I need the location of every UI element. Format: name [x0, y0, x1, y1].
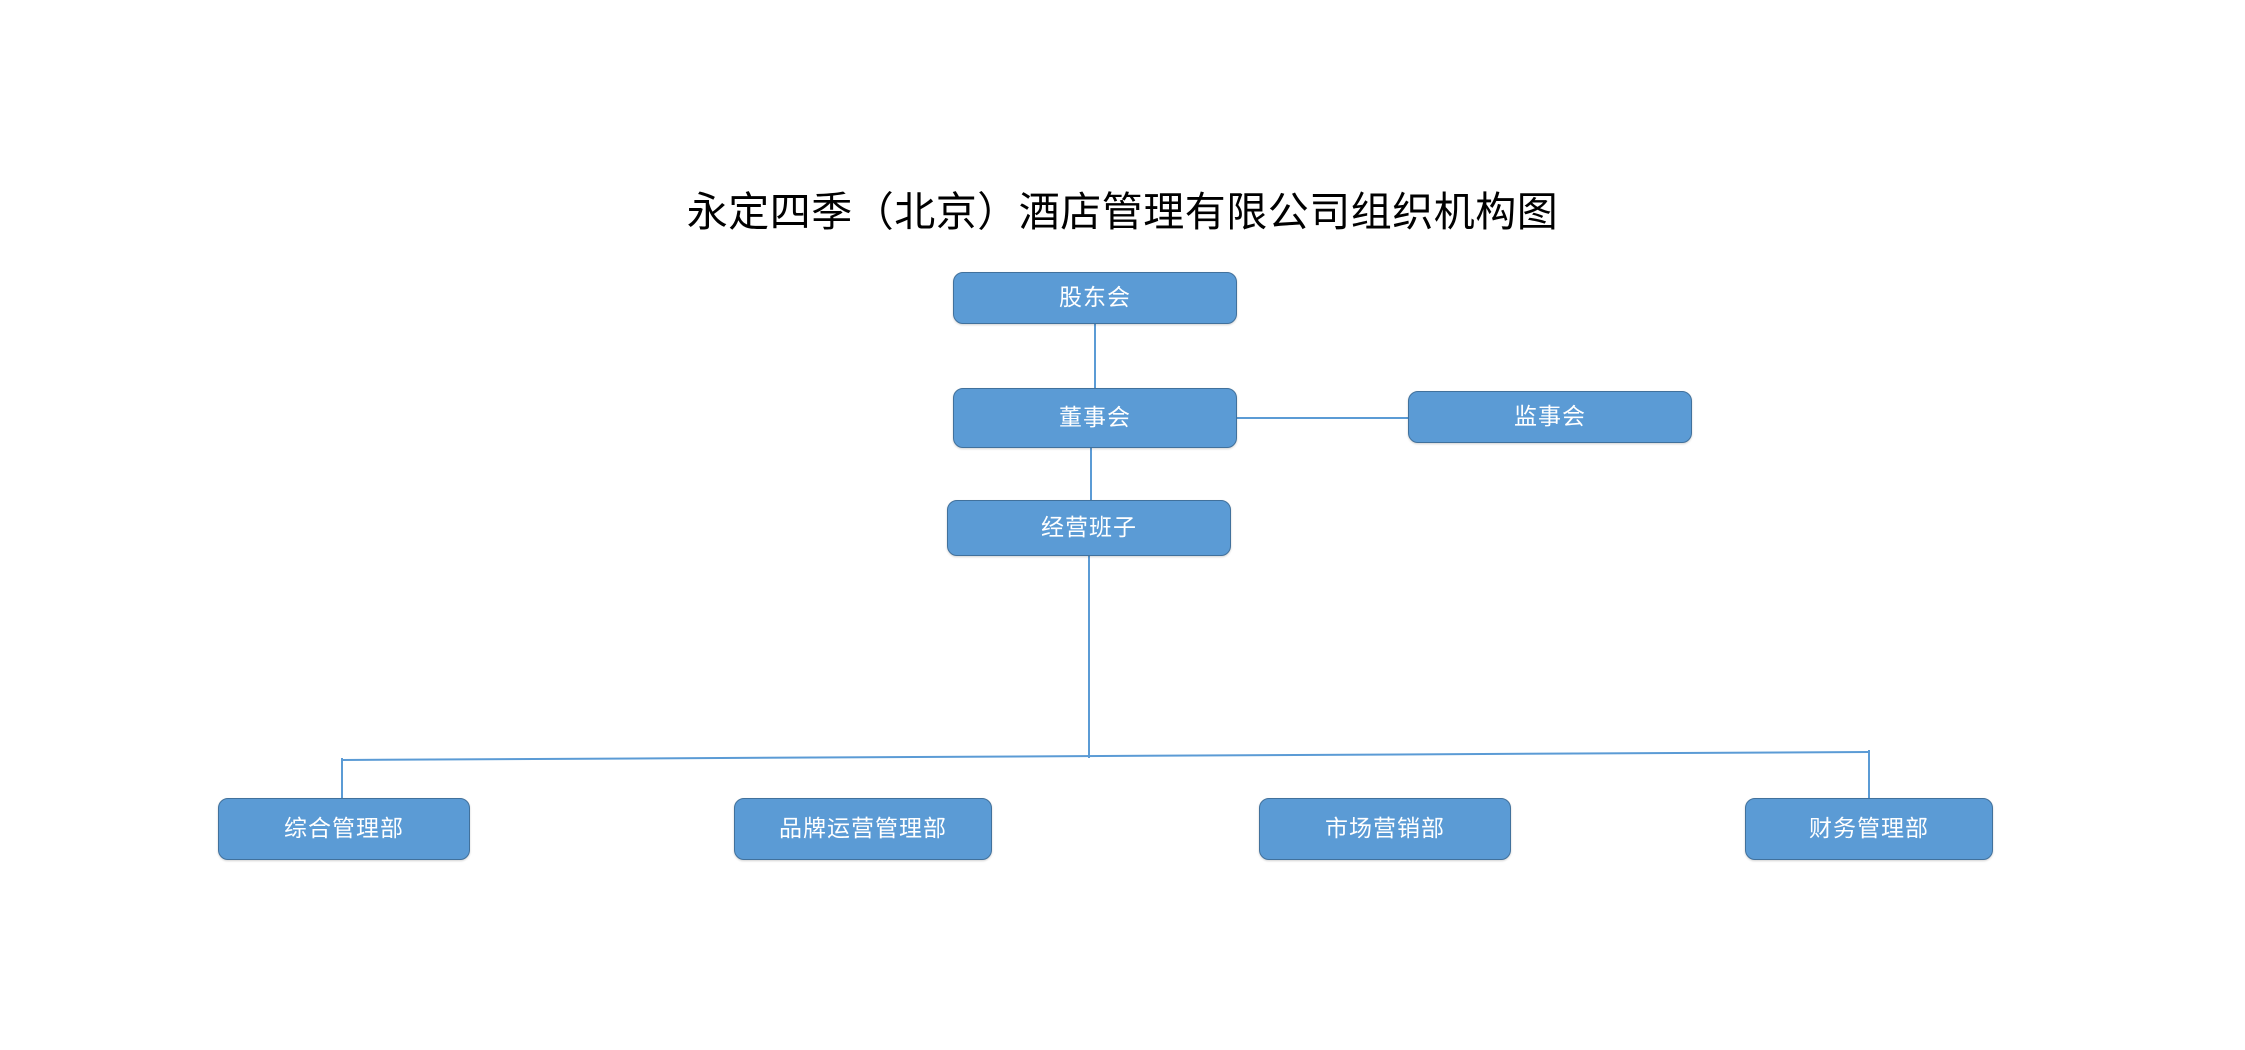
node-management-team[interactable]: 经营班子: [947, 500, 1231, 556]
connector-bus-to-dept-general: [341, 758, 343, 800]
page-title: 永定四季（北京）酒店管理有限公司组织机构图: [686, 189, 1559, 235]
node-dept-brand-operations-label: 品牌运营管理部: [779, 815, 947, 842]
node-shareholders[interactable]: 股东会: [953, 272, 1237, 324]
node-management-team-label: 经营班子: [1041, 514, 1137, 541]
node-dept-marketing-label: 市场营销部: [1325, 815, 1445, 842]
node-dept-general-management-label: 综合管理部: [284, 815, 404, 842]
node-board-of-directors-label: 董事会: [1059, 404, 1131, 431]
connector-bus-to-dept-finance: [1868, 750, 1870, 800]
node-board-of-supervisors-label: 监事会: [1514, 403, 1586, 430]
connector-shareholders-to-board: [1094, 324, 1096, 390]
node-shareholders-label: 股东会: [1059, 284, 1131, 311]
connector-board-to-supervisors: [1237, 417, 1408, 419]
node-dept-finance[interactable]: 财务管理部: [1745, 798, 1993, 860]
connector-board-to-management: [1090, 448, 1092, 502]
node-dept-brand-operations[interactable]: 品牌运营管理部: [734, 798, 992, 860]
node-dept-finance-label: 财务管理部: [1809, 815, 1929, 842]
node-dept-general-management[interactable]: 综合管理部: [218, 798, 470, 860]
connector-management-trunk: [1088, 556, 1090, 758]
node-board-of-directors[interactable]: 董事会: [953, 388, 1237, 448]
node-dept-marketing[interactable]: 市场营销部: [1259, 798, 1511, 860]
node-board-of-supervisors[interactable]: 监事会: [1408, 391, 1692, 443]
